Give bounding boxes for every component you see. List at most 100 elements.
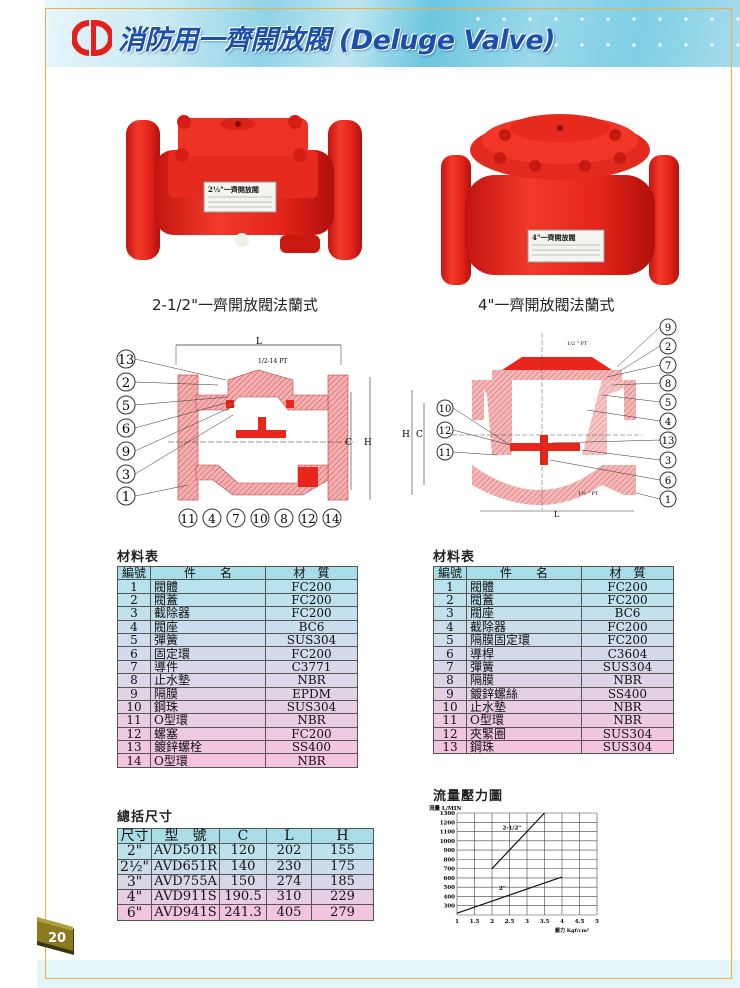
svg-text:1/2 " PT: 1/2 " PT: [567, 341, 588, 347]
svg-text:10: 10: [439, 404, 452, 415]
svg-text:13: 13: [118, 353, 135, 368]
svg-text:11: 11: [439, 448, 452, 459]
svg-text:11: 11: [180, 512, 195, 526]
svg-text:C: C: [345, 438, 352, 448]
chart-grid: [456, 812, 598, 916]
svg-text:9: 9: [665, 323, 671, 334]
svg-text:3: 3: [525, 919, 529, 925]
svg-text:4.5: 4.5: [575, 919, 585, 925]
svg-text:1: 1: [122, 490, 130, 505]
svg-text:5: 5: [665, 398, 671, 409]
svg-text:12: 12: [300, 512, 315, 526]
table-header-row: 編號 件 名 材 質: [433, 565, 674, 581]
svg-text:2: 2: [122, 376, 130, 391]
svg-text:3: 3: [122, 468, 130, 483]
table-header-row: 尺寸 型 號 C L H: [117, 827, 374, 845]
header-dot-pattern: [465, 0, 740, 67]
page-title: 消防用一齊開放閥 (Deluge Valve): [118, 25, 556, 56]
svg-text:14: 14: [324, 512, 340, 526]
svg-text:400: 400: [444, 894, 456, 900]
svg-text:1200: 1200: [440, 820, 455, 826]
chart-x-label: 壓力 Kgf/cm²: [554, 927, 589, 934]
svg-text:12: 12: [439, 426, 452, 437]
svg-text:7: 7: [665, 361, 671, 372]
cd-logo-icon: [72, 20, 112, 56]
svg-text:1100: 1100: [440, 830, 455, 836]
svg-text:1: 1: [665, 495, 671, 506]
valve-photo-4-inch: 4"一齊開放閥: [441, 114, 679, 285]
valve-photo-2-5-inch: 2½"一齊開放閥: [126, 115, 362, 260]
svg-text:4: 4: [208, 512, 216, 526]
svg-text:8: 8: [665, 379, 671, 390]
svg-text:4: 4: [665, 417, 671, 428]
flow-pressure-chart: 流量 L/MIN 3004005006007008009001000110012…: [429, 804, 599, 934]
photo-caption-4-inch: 4"一齊開放閥法蘭式: [478, 296, 615, 314]
svg-text:3.5: 3.5: [540, 919, 550, 925]
svg-text:500: 500: [444, 885, 456, 891]
svg-text:L: L: [256, 337, 262, 347]
svg-text:10: 10: [252, 512, 267, 526]
svg-text:1000: 1000: [440, 839, 455, 845]
svg-text:300: 300: [444, 904, 456, 910]
label-plate-text: 2½"一齊開放閥: [208, 185, 259, 194]
table-header-row: 編號 件 名 材 質: [117, 565, 358, 581]
svg-text:700: 700: [444, 867, 456, 873]
chart-series: 2-1/2" 2": [456, 812, 563, 914]
svg-text:2: 2: [490, 919, 494, 925]
svg-text:2": 2": [499, 886, 506, 892]
svg-text:1½ " PT: 1½ " PT: [578, 490, 599, 497]
svg-text:3: 3: [665, 456, 671, 467]
svg-text:8: 8: [280, 512, 288, 526]
cross-section-diagram-2-5-inch: L 1/2-14 PT C H 13 2 5 6 9 3 1 11 4 7 10…: [116, 337, 372, 528]
chart-y-label: 流量 L/MIN: [429, 804, 461, 812]
callouts-left: 13 2 5 6 9 3 1: [116, 349, 136, 506]
svg-text:6: 6: [665, 476, 671, 487]
svg-text:800: 800: [444, 857, 456, 863]
svg-text:H: H: [364, 438, 372, 448]
cross-section-diagram-4-inch: 1/2 " PT H C L 1½ " PT 10 12 11 9 2 7 8 …: [402, 318, 677, 519]
svg-text:5: 5: [595, 919, 599, 925]
svg-text:2-1/2": 2-1/2": [503, 826, 522, 832]
material-table-right-title: 材料表: [433, 550, 476, 565]
svg-text:4: 4: [560, 919, 564, 925]
svg-text:1.5: 1.5: [470, 919, 480, 925]
svg-text:1300: 1300: [440, 811, 455, 817]
svg-text:6: 6: [122, 422, 130, 437]
page-number: 20: [48, 931, 67, 946]
svg-text:L: L: [554, 510, 560, 519]
svg-text:5: 5: [122, 399, 130, 414]
svg-text:13: 13: [662, 436, 675, 447]
svg-text:2.5: 2.5: [505, 919, 515, 925]
photo-caption-2-5-inch: 2-1/2"一齊開放閥法蘭式: [152, 296, 318, 314]
svg-text:600: 600: [444, 876, 456, 882]
page-frame: [45, 8, 732, 979]
